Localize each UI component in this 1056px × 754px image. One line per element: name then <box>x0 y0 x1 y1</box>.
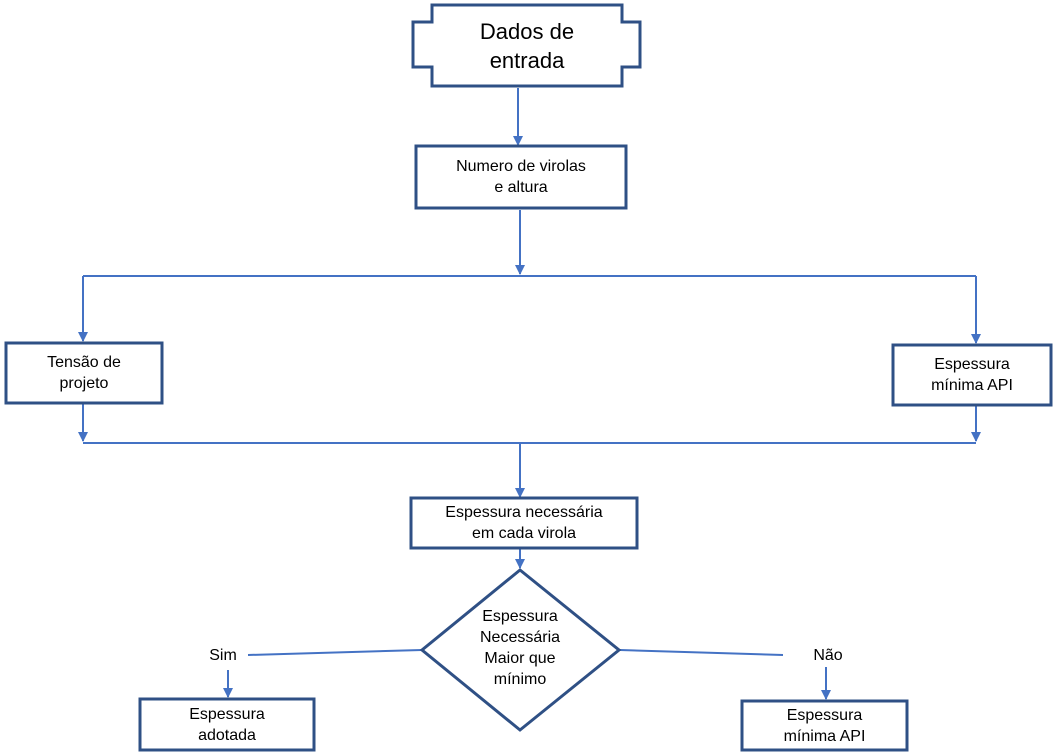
shells-node: Numero de virolas e altura <box>416 146 626 208</box>
connectors <box>78 88 981 700</box>
api-min-top-label-line-2: mínima API <box>931 377 1013 394</box>
required-node: Espessura necessária em cada virola <box>411 498 637 548</box>
api-min-top-node-shape <box>891 343 1053 407</box>
adopted-node: Espessura adotada <box>140 699 314 750</box>
api-min-bottom-label-line-1: Espessura <box>786 706 863 724</box>
design-stress-node-shape <box>4 341 164 405</box>
api-min-bottom-label-line-2: mínima API <box>783 727 866 745</box>
api-min-bottom-node: Espessura mínima API <box>742 701 907 750</box>
required-label-line-1: Espessura necessária <box>445 504 603 521</box>
line-decision-to-no <box>619 649 784 656</box>
design-stress-node: Tensão de projeto <box>6 343 162 403</box>
input-label-line-2: entrada <box>489 48 565 73</box>
design-stress-label-line-1: Tensão de <box>47 354 121 371</box>
branch-yes-label: Sim <box>209 646 237 664</box>
decision-label-line-4: mínimo <box>493 671 547 688</box>
decision-node: Espessura Necessária Maior que mínimo <box>450 602 590 694</box>
line-decision-to-yes <box>247 649 423 656</box>
input-node-shape <box>411 3 642 88</box>
shells-label-line-2: e altura <box>494 179 548 196</box>
branch-no-label: Não <box>813 646 843 664</box>
decision-label-line-2: Necessária <box>479 629 561 646</box>
shells-label-line-1: Numero de virolas <box>456 158 586 175</box>
api-min-top-label-line-1: Espessura <box>934 356 1010 373</box>
api-min-top-node: Espessura mínima API <box>893 345 1051 405</box>
node-shapes <box>4 3 1053 752</box>
adopted-label-line-1: Espessura <box>189 705 265 723</box>
adopted-label-line-2: adotada <box>198 726 256 744</box>
input-label-line-1: Dados de <box>479 19 575 44</box>
decision-label-line-1: Espessura <box>482 608 558 625</box>
input-node: Dados de entrada <box>432 9 622 83</box>
decision-label-line-3: Maior que <box>484 650 556 667</box>
shells-node-shape <box>414 144 628 210</box>
decision-node-shape <box>419 568 622 732</box>
adopted-node-shape <box>138 697 316 752</box>
required-label-line-2: em cada virola <box>471 525 577 542</box>
api-min-bottom-node-shape <box>740 699 909 752</box>
required-node-shape <box>409 496 639 550</box>
design-stress-label-line-2: projeto <box>59 375 109 392</box>
